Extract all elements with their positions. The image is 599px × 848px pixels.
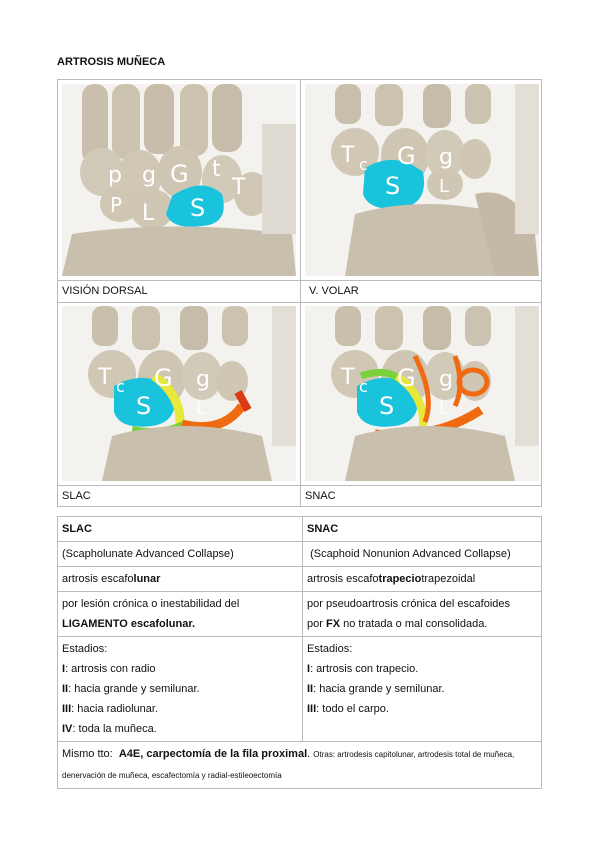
grid-divider [300, 80, 301, 506]
table-row: artrosis escafolunar artrosis escafotrap… [57, 566, 542, 592]
slac-heading: SLAC [57, 516, 303, 542]
slac-stage: II: hacia grande y semilunar. [62, 683, 200, 695]
slac-stages-title: Estadios: [62, 643, 108, 655]
snac-cause-suffix: no tratada o mal consolidada. [340, 618, 488, 630]
bone-letter: L [439, 176, 449, 197]
slac-arthrosis-prefix: artrosis escafo [62, 573, 134, 585]
snac-stage: I: artrosis con trapecio. [307, 663, 419, 675]
snac-cause: por pseudoartrosis crónica del escafoide… [302, 591, 542, 637]
bone-letter: G [154, 364, 173, 392]
bone-letter: T [340, 143, 355, 168]
snac-arthrosis-bold: trapecio [378, 573, 422, 585]
bone-letter: G [397, 142, 416, 170]
treatment-bold: A4E, carpectomía de la fila proximal [118, 748, 308, 760]
bone-letter: g [439, 145, 453, 170]
bone-letter: L [196, 398, 206, 419]
slac-stage: I: artrosis con radio [62, 663, 156, 675]
snac-arthrosis: artrosis escafotrapeciotrapezoidal [302, 566, 542, 592]
page-title: ARTROSIS MUÑECA [57, 56, 166, 68]
slac-arthrosis-bold: lunar [133, 573, 161, 585]
bone-letter: P [110, 193, 122, 217]
table-row: SLAC SNAC [57, 516, 542, 542]
slac-stages: Estadios: I: artrosis con radio II: haci… [57, 636, 303, 742]
snac-stage: III: todo el carpo. [307, 703, 389, 715]
snac-heading: SNAC [302, 516, 542, 542]
bone-letter: L [142, 201, 155, 226]
slac-stage: III: hacia radiolunar. [62, 703, 159, 715]
snac-cause-bold: FX [325, 618, 341, 630]
bone-letter: c [116, 377, 125, 396]
slac-arthrosis: artrosis escafolunar [57, 566, 303, 592]
slac-wrist-illustration: T c G g S L [62, 306, 296, 481]
bone-letter: S [136, 392, 151, 420]
table-row: (Scapholunate Advanced Collapse) (Scapho… [57, 541, 542, 567]
bone-letter: g [196, 367, 210, 392]
bone-letter: t [212, 157, 221, 182]
treatment-after: . [307, 748, 314, 760]
treatment-prefix: Mismo tto: [62, 748, 119, 760]
bone-letter: S [190, 194, 205, 222]
image-grid: p g G t P L S T VISIÓN DORSAL [57, 79, 542, 507]
bone-letter: p [108, 163, 122, 188]
bone-letter: g [439, 367, 453, 392]
bone-letter: T [340, 365, 355, 390]
bone-letter: c [359, 377, 368, 396]
bone-letter: S [379, 392, 394, 420]
bone-letter: S [385, 172, 400, 200]
snac-stage: II: hacia grande y semilunar. [307, 683, 445, 695]
bone-letter: T [97, 365, 112, 390]
dorsal-wrist-illustration: p g G t P L S T [62, 84, 296, 276]
snac-arthrosis-suffix: trapezoidal [421, 573, 476, 585]
snac-arthrosis-prefix: artrosis escafo [307, 573, 379, 585]
slac-cause-bold: LIGAMENTO escafolunar. [62, 618, 196, 630]
snac-expansion: (Scaphoid Nonunion Advanced Collapse) [302, 541, 542, 567]
volar-caption: V. VOLAR [309, 285, 359, 297]
slac-caption: SLAC [62, 490, 91, 502]
grid-divider [58, 485, 541, 486]
snac-cause-prefix: por [307, 618, 326, 630]
bone-letter: T [231, 175, 246, 200]
comparison-table: SLAC SNAC (Scapholunate Advanced Collaps… [57, 516, 542, 789]
snac-stages: Estadios: I: artrosis con trapecio. II: … [302, 636, 542, 742]
treatment-cell: Mismo tto: A4E, carpectomía de la fila p… [57, 741, 542, 789]
dorsal-caption: VISIÓN DORSAL [62, 285, 148, 297]
volar-wrist-illustration: T c G g S L [305, 84, 539, 276]
slac-cause-text: por lesión crónica o inestabilidad del [62, 598, 240, 610]
slac-stage: IV: toda la muñeca. [62, 723, 157, 735]
snac-expansion-text: (Scaphoid Nonunion Advanced Collapse) [310, 548, 511, 560]
bone-letter: G [397, 364, 416, 392]
snac-wrist-illustration: T c G g S L [305, 306, 539, 481]
slac-expansion: (Scapholunate Advanced Collapse) [57, 541, 303, 567]
treatment-others: Otras: artrodesis capitolunar, artrodesi… [62, 750, 515, 780]
snac-caption: SNAC [305, 490, 336, 502]
snac-stages-title: Estadios: [307, 643, 353, 655]
grid-divider [58, 302, 541, 303]
grid-divider [58, 280, 541, 281]
bone-letter: c [359, 155, 368, 174]
table-row: Mismo tto: A4E, carpectomía de la fila p… [57, 741, 542, 789]
bone-letter: G [170, 160, 189, 188]
table-row: Estadios: I: artrosis con radio II: haci… [57, 636, 542, 742]
bone-letter: L [439, 398, 449, 419]
snac-cause-text: por pseudoartrosis crónica del escafoide… [307, 598, 511, 610]
bone-letter: g [142, 163, 156, 188]
